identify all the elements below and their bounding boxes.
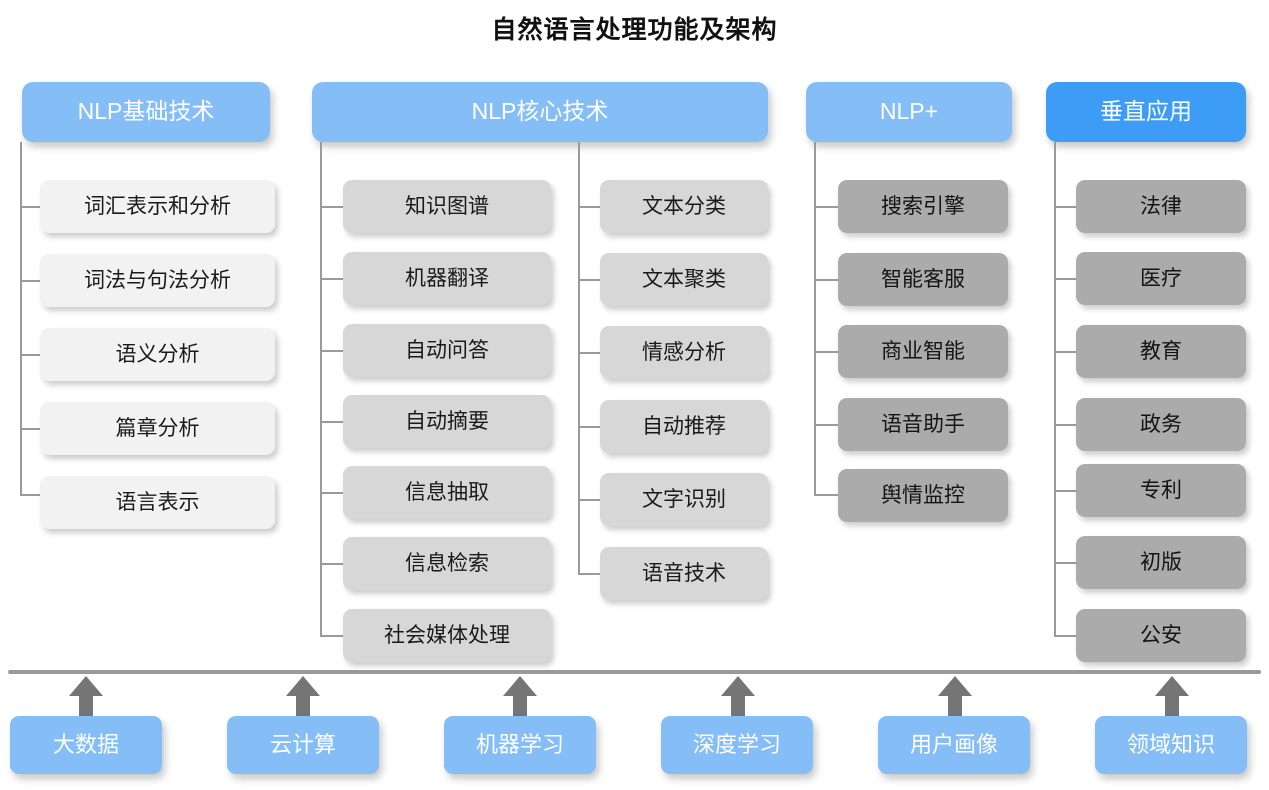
connector-stub bbox=[814, 494, 838, 496]
foundation-divider bbox=[8, 670, 1261, 674]
node-nlp-core-left-4[interactable]: 信息抽取 bbox=[343, 466, 551, 519]
connector-stub bbox=[320, 635, 344, 637]
column-header-nlp-core[interactable]: NLP核心技术 bbox=[312, 82, 768, 142]
arrow-up-icon bbox=[69, 676, 103, 720]
node-nlp-core-left-2[interactable]: 自动问答 bbox=[343, 324, 551, 377]
connector-trunk-nlp-core-right bbox=[578, 142, 580, 574]
page-title: 自然语言处理功能及架构 bbox=[491, 16, 778, 44]
node-nlp-core-left-0[interactable]: 知识图谱 bbox=[343, 180, 551, 233]
node-vertical-app-2[interactable]: 教育 bbox=[1076, 325, 1246, 378]
connector-stub bbox=[1054, 351, 1078, 353]
connector-stub bbox=[20, 354, 42, 356]
node-nlp-core-right-5[interactable]: 语音技术 bbox=[600, 547, 768, 600]
node-vertical-app-4[interactable]: 专利 bbox=[1076, 464, 1246, 517]
node-nlp-core-right-2[interactable]: 情感分析 bbox=[600, 326, 768, 379]
foundation-item-5[interactable]: 领域知识 bbox=[1095, 716, 1247, 774]
connector-stub bbox=[1054, 562, 1078, 564]
node-vertical-app-1[interactable]: 医疗 bbox=[1076, 252, 1246, 305]
node-vertical-app-6[interactable]: 公安 bbox=[1076, 609, 1246, 662]
connector-stub bbox=[320, 492, 344, 494]
node-nlp-core-left-1[interactable]: 机器翻译 bbox=[343, 252, 551, 305]
node-nlp-basic-3[interactable]: 篇章分析 bbox=[40, 402, 275, 455]
node-nlp-plus-2[interactable]: 商业智能 bbox=[838, 325, 1008, 378]
arrow-up-icon bbox=[503, 676, 537, 720]
connector-stub bbox=[814, 351, 838, 353]
foundation-item-1[interactable]: 云计算 bbox=[227, 716, 379, 774]
connector-stub bbox=[1054, 206, 1078, 208]
node-nlp-basic-2[interactable]: 语义分析 bbox=[40, 328, 275, 381]
node-nlp-plus-0[interactable]: 搜索引擎 bbox=[838, 180, 1008, 233]
foundation-item-0[interactable]: 大数据 bbox=[10, 716, 162, 774]
node-nlp-basic-4[interactable]: 语言表示 bbox=[40, 476, 275, 529]
connector-stub bbox=[578, 499, 600, 501]
connector-stub bbox=[1054, 424, 1078, 426]
node-nlp-core-right-4[interactable]: 文字识别 bbox=[600, 473, 768, 526]
connector-trunk-vertical-app bbox=[1054, 142, 1056, 636]
node-vertical-app-0[interactable]: 法律 bbox=[1076, 180, 1246, 233]
connector-trunk-nlp-plus bbox=[814, 142, 816, 495]
connector-stub bbox=[578, 426, 600, 428]
node-nlp-basic-0[interactable]: 词汇表示和分析 bbox=[40, 180, 275, 233]
column-header-nlp-basic[interactable]: NLP基础技术 bbox=[22, 82, 270, 142]
node-nlp-plus-4[interactable]: 舆情监控 bbox=[838, 469, 1008, 522]
connector-stub bbox=[814, 206, 838, 208]
node-nlp-plus-1[interactable]: 智能客服 bbox=[838, 253, 1008, 306]
connector-stub bbox=[20, 428, 42, 430]
arrow-up-icon bbox=[721, 676, 755, 720]
connector-stub bbox=[814, 279, 838, 281]
connector-stub bbox=[578, 573, 600, 575]
arrow-up-icon bbox=[938, 676, 972, 720]
column-header-nlp-plus[interactable]: NLP+ bbox=[806, 82, 1012, 142]
connector-stub bbox=[320, 350, 344, 352]
node-nlp-core-left-6[interactable]: 社会媒体处理 bbox=[343, 609, 551, 662]
foundation-item-2[interactable]: 机器学习 bbox=[444, 716, 596, 774]
connector-stub bbox=[320, 278, 344, 280]
connector-stub bbox=[320, 206, 344, 208]
node-nlp-core-left-3[interactable]: 自动摘要 bbox=[343, 395, 551, 448]
connector-stub bbox=[578, 352, 600, 354]
node-vertical-app-3[interactable]: 政务 bbox=[1076, 398, 1246, 451]
node-nlp-core-left-5[interactable]: 信息检索 bbox=[343, 537, 551, 590]
connector-stub bbox=[578, 206, 600, 208]
node-vertical-app-5[interactable]: 初版 bbox=[1076, 536, 1246, 589]
connector-stub bbox=[320, 563, 344, 565]
connector-stub bbox=[578, 279, 600, 281]
connector-stub bbox=[320, 421, 344, 423]
connector-trunk-nlp-basic bbox=[20, 142, 22, 495]
connector-stub bbox=[1054, 278, 1078, 280]
connector-stub bbox=[20, 494, 42, 496]
arrow-up-icon bbox=[286, 676, 320, 720]
arrow-up-icon bbox=[1155, 676, 1189, 720]
connector-trunk-nlp-core-left bbox=[320, 142, 322, 636]
node-nlp-core-right-1[interactable]: 文本聚类 bbox=[600, 253, 768, 306]
connector-stub bbox=[20, 206, 42, 208]
node-nlp-core-right-3[interactable]: 自动推荐 bbox=[600, 400, 768, 453]
connector-stub bbox=[1054, 490, 1078, 492]
connector-stub bbox=[20, 280, 42, 282]
foundation-item-4[interactable]: 用户画像 bbox=[878, 716, 1030, 774]
node-nlp-plus-3[interactable]: 语音助手 bbox=[838, 398, 1008, 451]
foundation-item-3[interactable]: 深度学习 bbox=[661, 716, 813, 774]
connector-stub bbox=[814, 424, 838, 426]
column-header-vertical-app[interactable]: 垂直应用 bbox=[1046, 82, 1246, 142]
node-nlp-basic-1[interactable]: 词法与句法分析 bbox=[40, 254, 275, 307]
connector-stub bbox=[1054, 635, 1078, 637]
node-nlp-core-right-0[interactable]: 文本分类 bbox=[600, 180, 768, 233]
